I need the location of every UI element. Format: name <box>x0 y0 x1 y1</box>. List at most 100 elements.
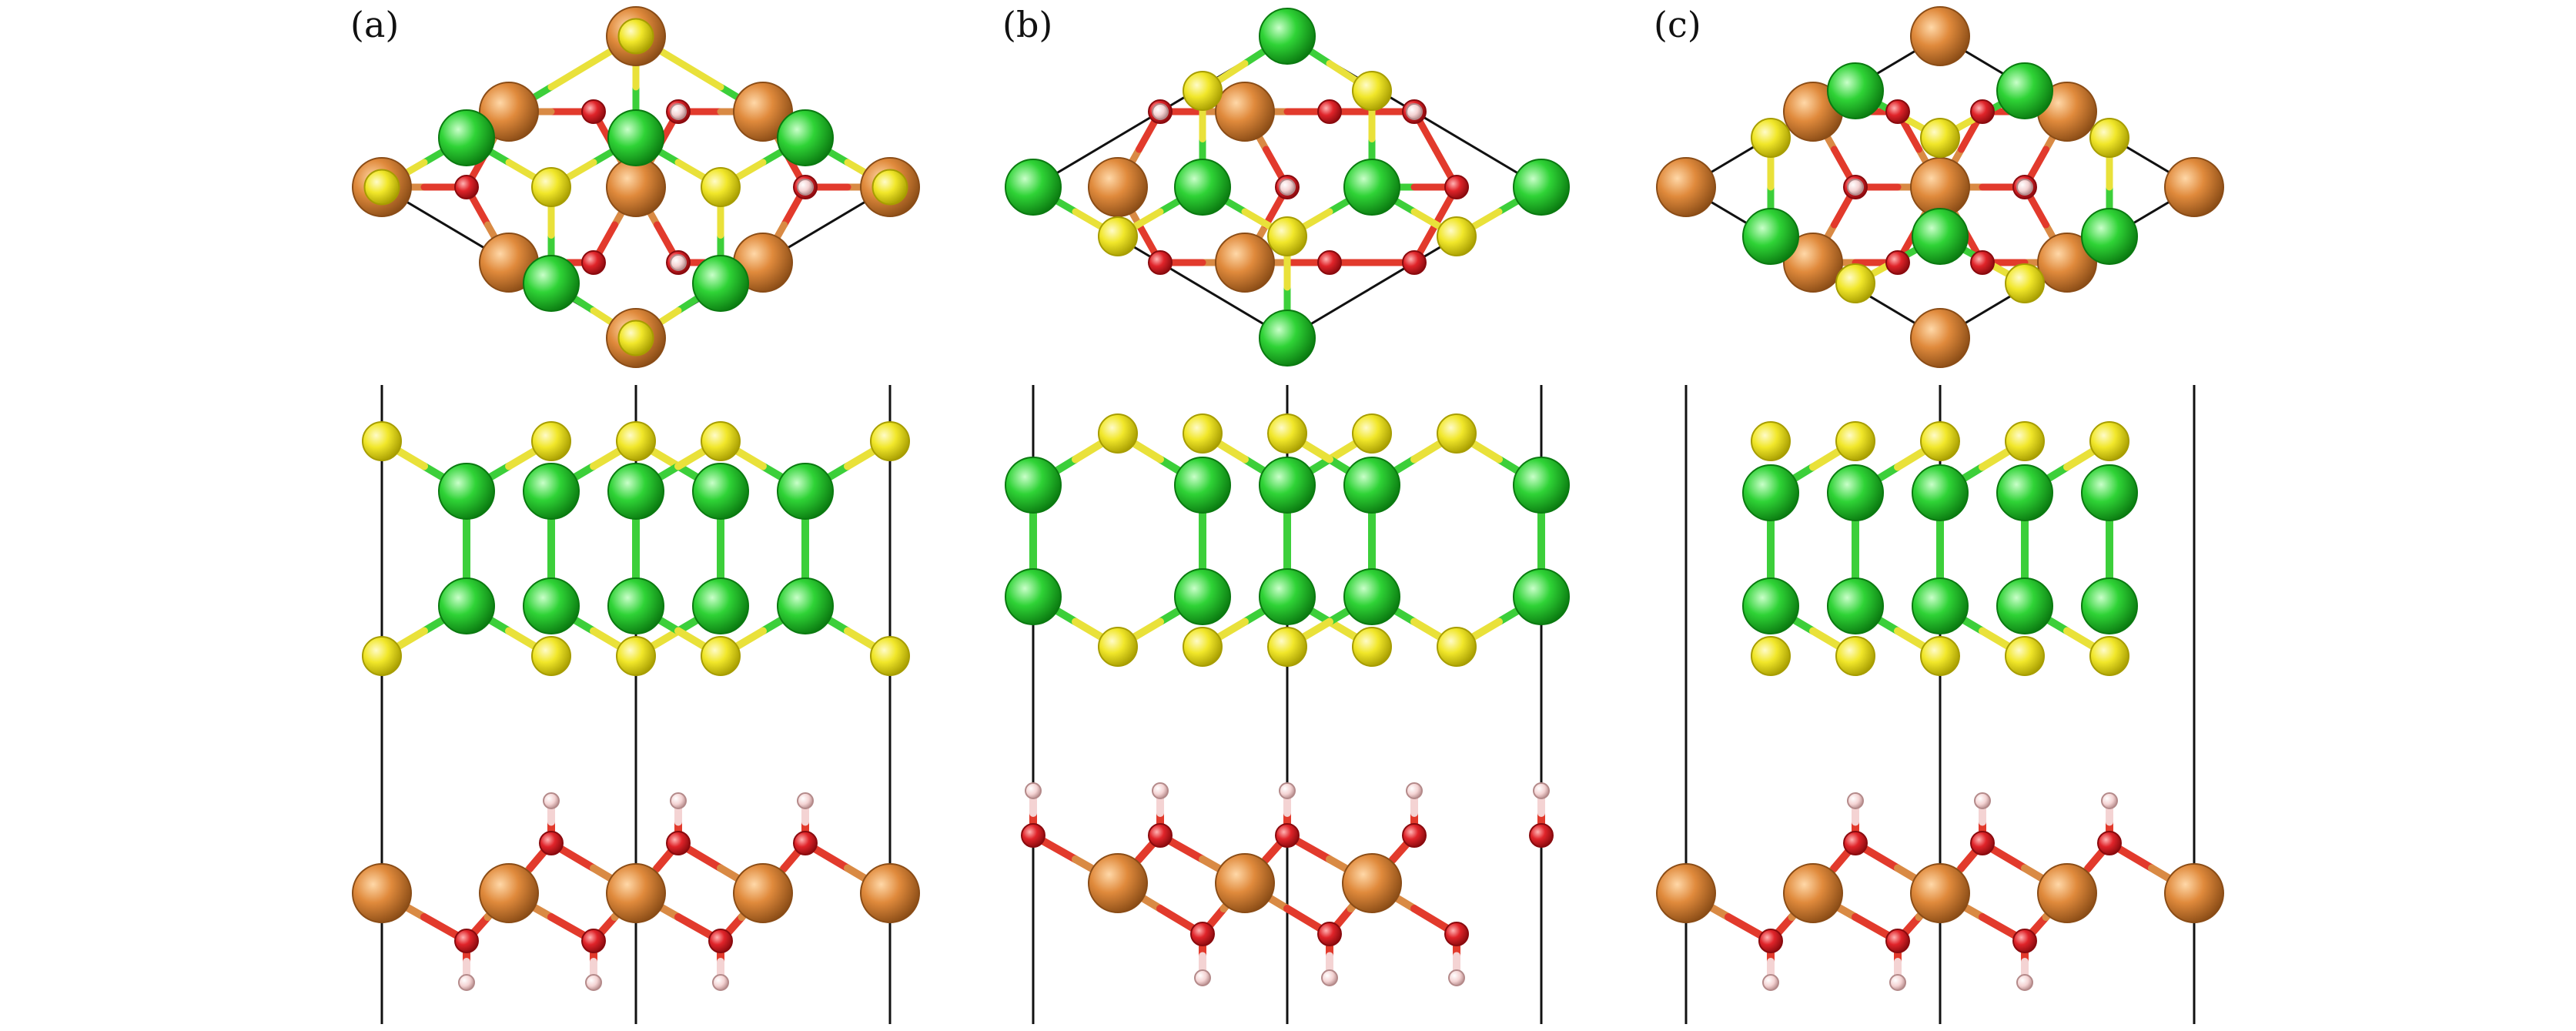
oxygen-atom <box>1529 823 1554 848</box>
sulfur-atom <box>363 169 400 206</box>
oxygen-atom <box>1402 250 1427 275</box>
sulfur-atom <box>870 636 910 676</box>
sulfur-atom <box>1267 216 1307 256</box>
gallium-atom <box>692 255 749 312</box>
hydrogen-atom <box>2016 179 2033 196</box>
sulfur-atom <box>1183 71 1223 111</box>
gallium-atom <box>1005 568 1062 625</box>
sulfur-atom <box>531 636 571 676</box>
hydrogen-atom <box>1847 792 1864 809</box>
gallium-atom <box>1996 464 2053 521</box>
hydrogen-atom <box>712 974 729 991</box>
gallium-atom <box>692 577 749 634</box>
oxygen-atom <box>2097 831 2122 855</box>
sulfur-atom <box>1835 636 1875 676</box>
hydrogen-atom <box>1448 969 1465 986</box>
copper-atom <box>1215 233 1275 293</box>
sulfur-atom <box>1098 627 1138 667</box>
hydrogen-atom <box>1762 974 1779 991</box>
sulfur-atom <box>1437 413 1477 454</box>
copper-atom <box>1783 863 1843 923</box>
sulfur-atom <box>616 636 656 676</box>
oxygen-atom <box>1970 250 1995 275</box>
gallium-atom <box>777 463 834 520</box>
gallium-atom <box>777 109 834 166</box>
copper-atom <box>2037 233 2097 293</box>
sulfur-atom <box>1920 421 1960 461</box>
panel-label-c: (c) <box>1654 4 1701 45</box>
gallium-atom <box>1174 159 1231 216</box>
hydrogen-atom <box>2016 974 2033 991</box>
copper-atom <box>2164 157 2224 217</box>
sulfur-atom <box>1751 118 1791 158</box>
sulfur-atom <box>1267 413 1307 454</box>
hydrogen-atom <box>1152 103 1169 120</box>
gallium-atom <box>2081 577 2138 634</box>
copper-atom <box>1783 233 1843 293</box>
copper-atom <box>606 157 666 217</box>
gallium-atom <box>777 577 834 634</box>
sulfur-atom <box>701 636 741 676</box>
copper-atom <box>733 82 793 142</box>
copper-atom <box>1342 853 1402 913</box>
oxygen-atom <box>1885 250 1910 275</box>
copper-atom <box>2037 863 2097 923</box>
sulfur-atom <box>616 421 656 461</box>
sulfur-atom <box>1183 627 1223 667</box>
sulfur-atom <box>1267 627 1307 667</box>
sulfur-atom <box>617 18 654 55</box>
hydrogen-atom <box>797 792 814 809</box>
hydrogen-atom <box>1279 782 1296 799</box>
oxygen-atom <box>581 250 606 275</box>
oxygen-atom <box>1885 99 1910 124</box>
copper-atom <box>352 863 412 923</box>
gallium-atom <box>1827 464 1884 521</box>
gallium-atom <box>1343 159 1400 216</box>
gallium-atom <box>1005 457 1062 514</box>
copper-atom <box>1215 82 1275 142</box>
gallium-atom <box>523 255 580 312</box>
oxygen-atom <box>1885 929 1910 953</box>
oxygen-atom <box>1317 99 1342 124</box>
sulfur-atom <box>1098 413 1138 454</box>
hydrogen-atom <box>670 103 687 120</box>
hydrogen-atom <box>1533 782 1550 799</box>
hydrogen-atom <box>1194 969 1211 986</box>
gallium-atom <box>1174 568 1231 625</box>
copper-atom <box>606 863 666 923</box>
sulfur-atom <box>531 167 571 207</box>
panel-b-top-view <box>1005 8 1570 367</box>
copper-atom <box>1910 157 1970 217</box>
sulfur-atom <box>870 421 910 461</box>
sulfur-atom <box>531 421 571 461</box>
gallium-atom <box>1912 208 1969 265</box>
hydrogen-atom <box>1279 179 1296 196</box>
gallium-atom <box>1513 159 1570 216</box>
oxygen-atom <box>581 929 606 953</box>
oxygen-atom <box>1970 831 1995 855</box>
oxygen-atom <box>666 831 691 855</box>
gallium-atom <box>523 577 580 634</box>
gallium-atom <box>692 463 749 520</box>
gallium-atom <box>1259 568 1316 625</box>
panel-label-b: (b) <box>1002 4 1052 45</box>
hydrogen-atom <box>1974 792 1991 809</box>
sulfur-atom <box>1751 636 1791 676</box>
sulfur-atom <box>1751 421 1791 461</box>
gallium-atom <box>2081 464 2138 521</box>
oxygen-atom <box>1021 823 1045 848</box>
sulfur-atom <box>362 421 402 461</box>
sulfur-atom <box>1437 627 1477 667</box>
sulfur-atom <box>2089 636 2129 676</box>
oxygen-atom <box>708 929 733 953</box>
copper-atom <box>733 863 793 923</box>
oxygen-atom <box>1275 823 1300 848</box>
gallium-atom <box>1005 159 1062 216</box>
sulfur-atom <box>1437 216 1477 256</box>
sulfur-atom <box>1352 627 1392 667</box>
gallium-atom <box>1912 577 1969 634</box>
sulfur-atom <box>362 636 402 676</box>
hydrogen-atom <box>1847 179 1864 196</box>
hydrogen-atom <box>585 974 602 991</box>
